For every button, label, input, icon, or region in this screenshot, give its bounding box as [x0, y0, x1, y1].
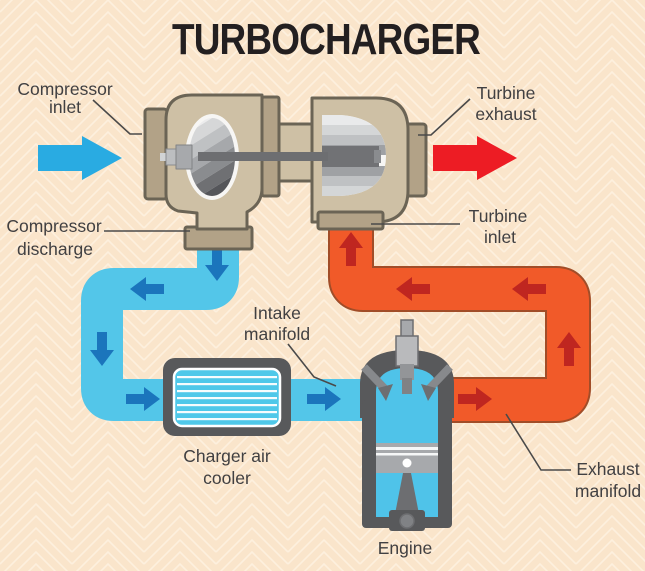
exhaust-manifold-leader — [505, 413, 571, 471]
leader-lines — [92, 98, 571, 471]
flow-arrow-down-icon — [90, 332, 114, 366]
connecting-rod — [395, 473, 419, 514]
flow-arrow-left-icon — [130, 277, 164, 301]
charge-air-cooler — [163, 358, 291, 436]
intake-manifold-label: manifold — [244, 324, 310, 344]
page-title: TURBOCHARGER — [172, 15, 480, 64]
compressor-discharge-label: discharge — [17, 239, 93, 259]
compressor-back-plate — [260, 95, 281, 198]
turbine-exhaust-label: exhaust — [475, 104, 536, 124]
exhaust-pipe — [330, 221, 589, 421]
turbine-inlet-label: Turbine — [469, 206, 528, 226]
exhaust-valve-head — [421, 384, 436, 401]
turbine-inlet-label: inlet — [484, 227, 516, 247]
wrist-pin — [402, 458, 412, 468]
turbocharger-unit — [143, 93, 428, 251]
labels: Compressor inlet Turbine exhaust Compres… — [6, 79, 641, 558]
exhaust-manifold-label: manifold — [575, 481, 641, 501]
flow-arrow-right-icon — [458, 387, 492, 411]
turbine-exhaust-arrow-icon — [433, 136, 517, 180]
engine — [360, 319, 454, 531]
turbine-exhaust-label: Turbine — [477, 83, 536, 103]
exhaust-flow-arrows — [339, 232, 581, 411]
turbine-hub — [322, 146, 379, 167]
combustion-chamber — [376, 368, 438, 517]
flow-arrow-left-icon — [396, 277, 430, 301]
intake-valve-head — [378, 384, 393, 401]
flow-arrow-up-icon — [339, 232, 363, 266]
turbine-exhaust-leader — [418, 98, 471, 136]
crank-pin — [399, 513, 415, 529]
charge-air-flow-arrows — [90, 247, 341, 411]
flow-arrow-left-icon — [512, 277, 546, 301]
turbine-inlet-flange — [316, 210, 385, 231]
impeller-nose — [175, 144, 193, 170]
charger-air-cooler-label: Charger air — [183, 446, 271, 466]
piston-ring — [376, 453, 438, 456]
turbine-hub-tip — [374, 150, 381, 163]
piston-ring — [376, 447, 438, 450]
injector — [395, 319, 419, 394]
compressor-inlet-leader — [92, 99, 142, 135]
engine-label: Engine — [378, 538, 433, 558]
compressor-inlet-label: Compressor — [17, 79, 112, 99]
valves — [361, 364, 453, 401]
flow-arrow-right-icon — [126, 387, 160, 411]
flow-arrow-right-icon — [307, 387, 341, 411]
charge-air-pipe — [81, 233, 372, 421]
charger-air-cooler-label: cooler — [203, 468, 251, 488]
compressor-inlet-label: inlet — [49, 97, 81, 117]
exhaust-manifold-label: Exhaust — [576, 459, 639, 479]
exhaust-valve — [425, 364, 453, 393]
intake-manifold-label: Intake — [253, 303, 301, 323]
shaft-nut-tip — [160, 153, 168, 161]
intake-valve — [361, 364, 389, 393]
turbo-shaft — [198, 152, 328, 161]
cooler-fins — [177, 376, 277, 421]
compressor-inlet-arrow-icon — [38, 136, 122, 180]
compressor-discharge-label: Compressor — [6, 216, 101, 236]
flow-arrow-down-icon — [205, 247, 229, 281]
flow-arrow-up-icon — [557, 332, 581, 366]
intake-manifold-leader — [287, 343, 337, 387]
